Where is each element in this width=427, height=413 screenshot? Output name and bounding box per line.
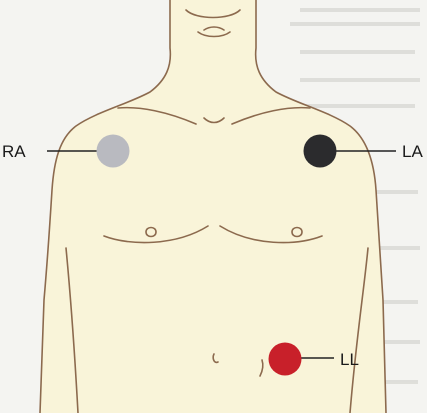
ll-electrode bbox=[269, 343, 302, 376]
la-label: LA bbox=[402, 142, 423, 161]
ra-label: RA bbox=[2, 142, 26, 161]
black-electrode-dot bbox=[304, 135, 337, 168]
red-electrode-dot bbox=[269, 343, 302, 376]
ll-label: LL bbox=[340, 350, 359, 369]
grey-electrode-dot bbox=[97, 135, 130, 168]
ra-electrode bbox=[97, 135, 130, 168]
la-electrode bbox=[304, 135, 337, 168]
